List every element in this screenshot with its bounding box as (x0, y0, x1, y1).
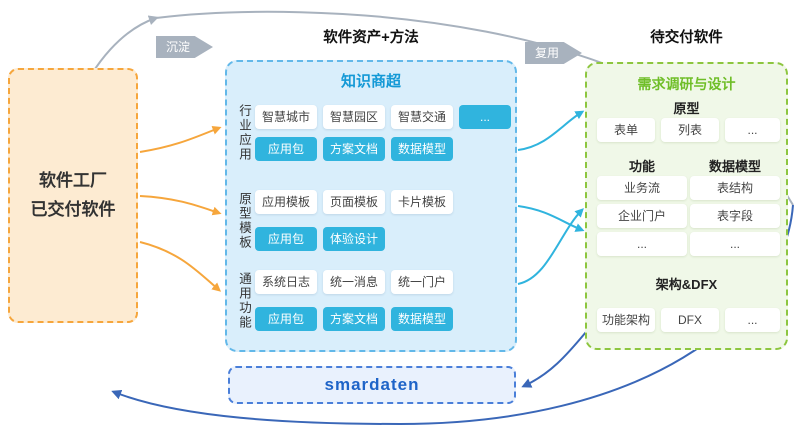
precipitate-badge: 沉淀 (156, 36, 213, 58)
precipitate-arrow-common (139, 241, 222, 292)
knowledge-item: 统一门户 (391, 270, 453, 294)
smardaten-platform-box: smardaten (228, 366, 516, 404)
function-chip: 业务流 (597, 176, 687, 200)
delivered-software-box: 软件工厂 已交付软件 (8, 68, 138, 323)
row-label-prototype-templates: 原型模板 (237, 192, 251, 250)
reuse-arrow-1 (517, 110, 585, 151)
precipitate-arrow-industry (139, 126, 222, 153)
knowledge-item: 统一消息 (323, 270, 385, 294)
prototype-chip: 表单 (597, 118, 655, 142)
data-model-chip: 表结构 (690, 176, 780, 200)
requirements-design-box: 需求调研与设计 原型 表单 列表 ... 功能 数据模型 业务流 表结构 企业门… (585, 62, 788, 350)
reuse-arrow-3 (517, 208, 584, 285)
asset-type-chip: 应用包 (255, 227, 317, 251)
knowledge-item: 系统日志 (255, 270, 317, 294)
knowledge-item: 应用模板 (255, 190, 317, 214)
architecture-chip-more: ... (725, 308, 780, 332)
knowledge-item: 卡片模板 (391, 190, 453, 214)
architecture-section-header: 架构&DFX (655, 277, 718, 292)
reuse-arrow-2 (517, 205, 585, 232)
knowledge-item: 智慧园区 (323, 105, 385, 129)
architecture-chip: DFX (661, 308, 719, 332)
row-label-common-functions: 通用功能 (237, 272, 251, 330)
knowledge-item: 页面模板 (323, 190, 385, 214)
prototype-section-header: 原型 (673, 101, 700, 116)
prototype-chip: 列表 (661, 118, 719, 142)
data-model-chip: 表字段 (690, 204, 780, 228)
design-title: 需求调研与设计 (637, 76, 736, 92)
asset-type-chip: 应用包 (255, 137, 317, 161)
platform-arrow (521, 331, 587, 388)
function-chip: 企业门户 (597, 204, 687, 228)
asset-type-chip: 体验设计 (323, 227, 385, 251)
title-to-deliver: 待交付软件 (650, 30, 723, 46)
architecture-chip: 功能架构 (597, 308, 655, 332)
knowledge-store-box: 知识商超 行业应用 智慧城市 智慧园区 智慧交通 ... 应用包 方案文档 数据… (225, 60, 517, 352)
asset-type-chip: 数据模型 (391, 137, 453, 161)
asset-type-chip: 数据模型 (391, 307, 453, 331)
row-label-industry-apps: 行业应用 (237, 104, 251, 162)
asset-type-chip: 方案文档 (323, 137, 385, 161)
smardaten-logo-text: smardaten (324, 375, 420, 394)
knowledge-item-more: ... (459, 105, 511, 129)
data-model-chip-more: ... (690, 232, 780, 256)
knowledge-item: 智慧城市 (255, 105, 317, 129)
prototype-chip-more: ... (725, 118, 780, 142)
title-assets-methods: 软件资产+方法 (323, 30, 419, 46)
data-model-column-header: 数据模型 (708, 159, 761, 174)
knowledge-store-title: 知识商超 (340, 73, 401, 90)
factory-title-line2: 已交付软件 (30, 199, 116, 219)
function-column-header: 功能 (628, 159, 655, 174)
knowledge-item: 智慧交通 (391, 105, 453, 129)
function-chip-more: ... (597, 232, 687, 256)
precipitate-arrow-prototype (139, 195, 222, 216)
reuse-badge: 复用 (525, 42, 582, 64)
asset-type-chip: 方案文档 (323, 307, 385, 331)
asset-type-chip: 应用包 (255, 307, 317, 331)
factory-title-line1: 软件工厂 (39, 170, 107, 190)
